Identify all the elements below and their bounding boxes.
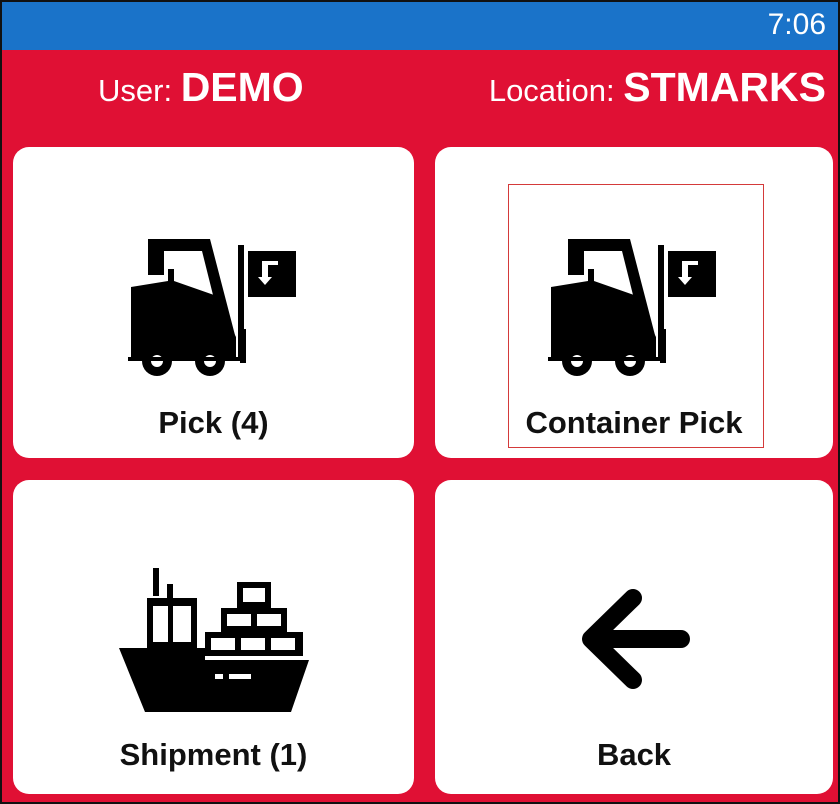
location-label: Location: xyxy=(488,73,615,108)
pick-label: Pick (4) xyxy=(158,405,269,440)
shipment-label: Shipment (1) xyxy=(119,737,308,772)
location-info: Location: STMARKS xyxy=(489,64,826,111)
forklift-icon xyxy=(548,239,716,376)
user-info: User: DEMO xyxy=(98,64,304,111)
user-label: User: xyxy=(98,73,173,108)
status-clock: 7:06 xyxy=(767,8,826,41)
location-value: STMARKS xyxy=(623,64,826,110)
arrow-left-icon xyxy=(582,589,690,689)
container-pick-button[interactable]: Container Pick xyxy=(435,147,833,458)
back-button[interactable]: Back xyxy=(435,480,833,794)
container-pick-label: Container Pick xyxy=(525,405,743,440)
back-label: Back xyxy=(596,737,672,772)
cargo-ship-icon xyxy=(119,568,309,712)
user-value: DEMO xyxy=(180,64,304,110)
session-info-bar: User: DEMO Location: STMARKS xyxy=(2,50,838,142)
status-bar: 7:06 xyxy=(2,2,838,50)
shipment-button[interactable]: Shipment (1) xyxy=(13,480,414,794)
forklift-icon xyxy=(128,239,296,376)
pick-button[interactable]: Pick (4) xyxy=(13,147,414,458)
